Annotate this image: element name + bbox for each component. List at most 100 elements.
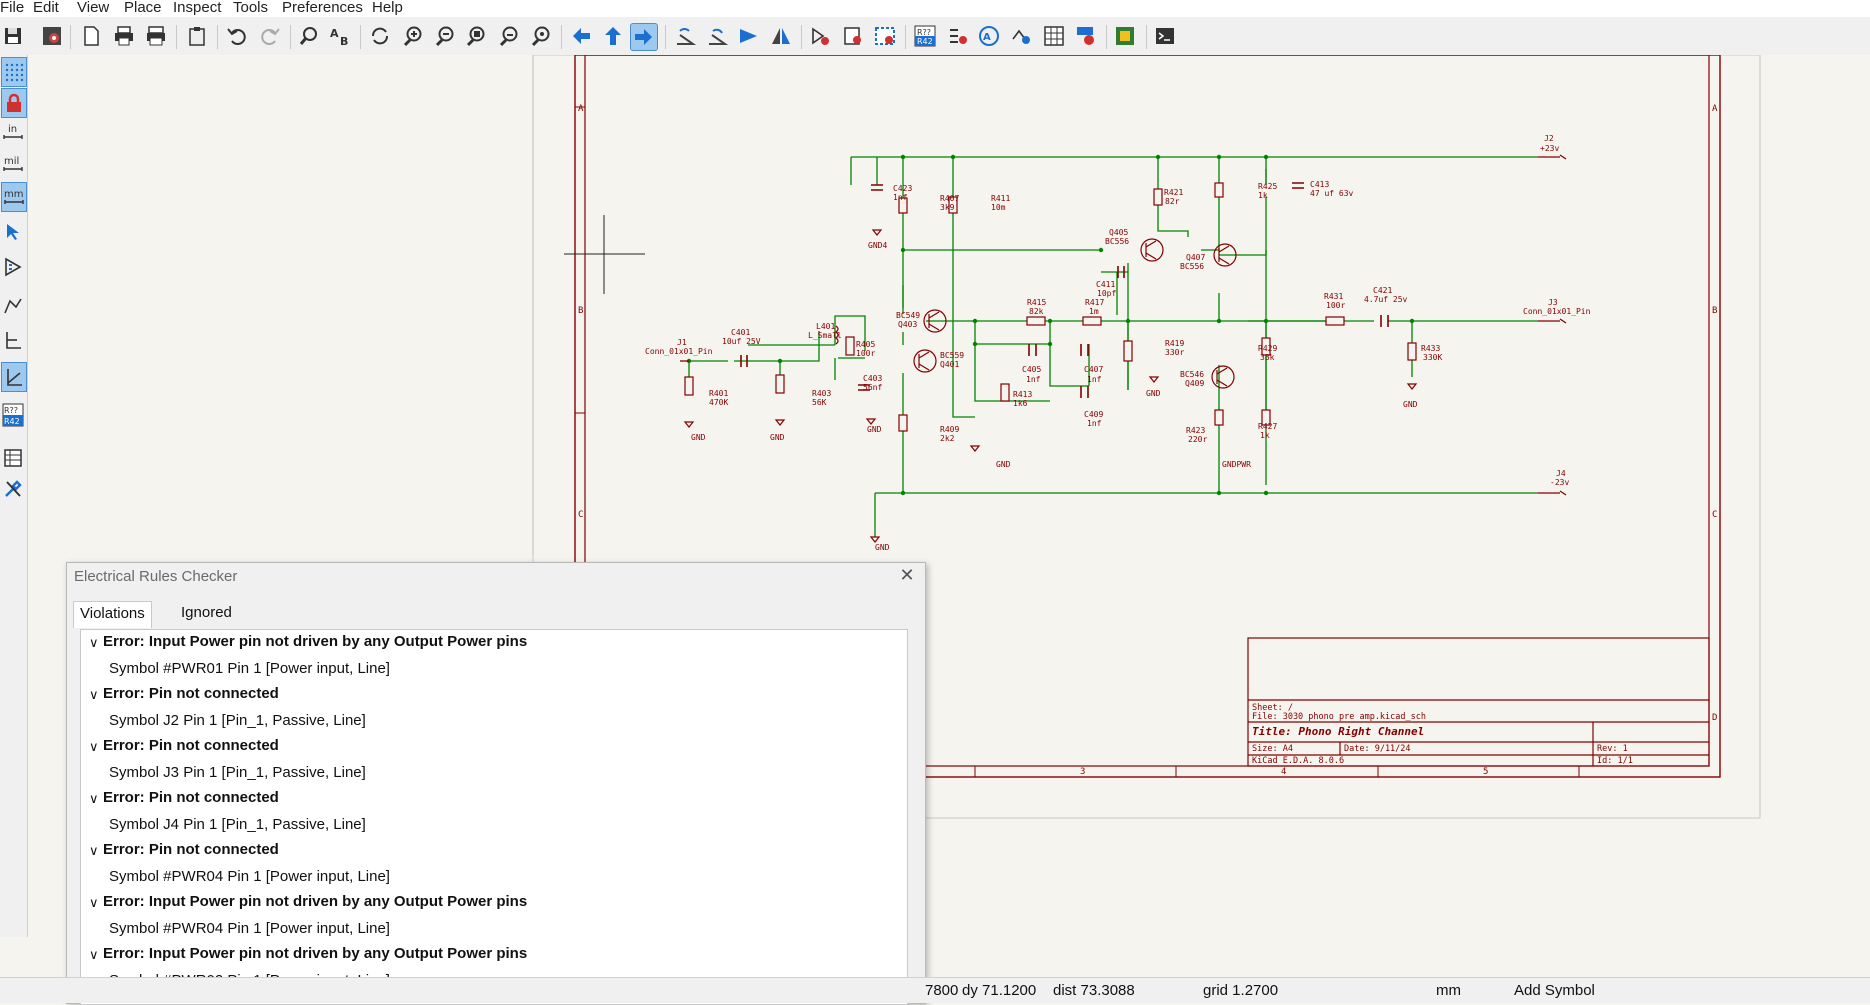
erc-icon[interactable] xyxy=(945,23,971,49)
cursor-icon[interactable] xyxy=(1,218,25,246)
menu-preferences[interactable]: Preferences xyxy=(282,0,363,16)
menu-file[interactable]: File xyxy=(0,0,25,16)
menu-edit[interactable]: Edit xyxy=(33,0,59,16)
violation-row[interactable]: ∨Error: Input Power pin not driven by an… xyxy=(89,945,528,962)
navigate-forward-icon[interactable] xyxy=(630,23,658,51)
line-mode-45-icon[interactable] xyxy=(1,362,27,392)
settings-icon[interactable] xyxy=(1,475,25,503)
svg-text:L_Small: L_Small xyxy=(808,331,842,340)
chevron-down-icon[interactable]: ∨ xyxy=(89,687,99,702)
plot-icon[interactable] xyxy=(143,23,169,49)
violation-row[interactable]: ∨Error: Pin not connected xyxy=(89,841,279,858)
violations-list[interactable]: ∨Error: Input Power pin not driven by an… xyxy=(80,629,908,1005)
chevron-down-icon[interactable]: ∨ xyxy=(89,895,99,910)
violation-item[interactable]: Symbol J4 Pin 1 [Pin_1, Passive, Line] xyxy=(109,816,366,833)
pcb-export-icon[interactable] xyxy=(1073,23,1099,49)
print-icon[interactable] xyxy=(111,23,137,49)
component-labels: J1 Conn_01x01_Pin C401 10uf 25V L401 L_S… xyxy=(645,134,1591,552)
close-icon[interactable]: ✕ xyxy=(899,565,915,585)
svg-text:R425: R425 xyxy=(1258,182,1277,191)
svg-text:GND: GND xyxy=(1146,389,1161,398)
violation-row[interactable]: ∨Error: Input Power pin not driven by an… xyxy=(89,893,528,910)
tab-violations[interactable]: Violations (7) xyxy=(73,601,152,646)
pcb-editor-icon[interactable] xyxy=(1112,23,1138,49)
svg-text:J1: J1 xyxy=(677,338,687,347)
violation-item[interactable]: Symbol #PWR01 Pin 1 [Power input, Line] xyxy=(109,660,390,677)
svg-text:Q405: Q405 xyxy=(1109,228,1128,237)
grid-icon[interactable] xyxy=(1,57,27,87)
annotate-refs-icon[interactable]: R??R42 xyxy=(1,401,25,429)
violation-item[interactable]: Symbol #PWR04 Pin 1 [Power input, Line] xyxy=(109,920,390,937)
violation-item[interactable]: Symbol #PWR04 Pin 1 [Power input, Line] xyxy=(109,868,390,885)
svg-text:GND: GND xyxy=(770,433,785,442)
footprint-assign-icon[interactable] xyxy=(872,23,898,49)
undo-icon[interactable] xyxy=(224,23,250,49)
zoom-in-icon[interactable] xyxy=(400,23,426,49)
svg-text:R415: R415 xyxy=(1027,298,1046,307)
zoom-out-icon[interactable] xyxy=(432,23,458,49)
zoom-selection-icon[interactable] xyxy=(528,23,554,49)
chevron-down-icon[interactable]: ∨ xyxy=(89,739,99,754)
schematic-canvas[interactable]: A B C A B C D 3 4 5 xyxy=(28,55,1870,937)
schematic-setup-icon[interactable] xyxy=(39,23,65,49)
menu-inspect[interactable]: Inspect xyxy=(173,0,222,16)
mirror-v-icon[interactable] xyxy=(768,23,794,49)
field-editor-icon[interactable]: A xyxy=(976,23,1002,49)
title-size: Size: A4 xyxy=(1252,744,1293,754)
chevron-down-icon[interactable]: ∨ xyxy=(89,947,99,962)
svg-text:1m: 1m xyxy=(1089,307,1099,316)
menu-view[interactable]: View xyxy=(77,0,110,16)
line-mode-free-icon[interactable] xyxy=(1,291,25,319)
inch-units-icon[interactable]: in xyxy=(1,118,25,146)
zoom-fit-icon[interactable] xyxy=(463,23,489,49)
menu-tools[interactable]: Tools xyxy=(233,0,269,16)
mirror-h-icon[interactable] xyxy=(736,23,762,49)
svg-text:R401: R401 xyxy=(709,389,728,398)
properties-icon[interactable] xyxy=(1,444,25,472)
navigate-back-icon[interactable] xyxy=(568,23,594,49)
svg-text:R427: R427 xyxy=(1258,422,1277,431)
refresh-icon[interactable] xyxy=(367,23,393,49)
save-icon[interactable] xyxy=(0,23,26,49)
line-mode-90-icon[interactable] xyxy=(1,326,25,354)
mil-units-icon[interactable]: mil xyxy=(1,150,25,178)
tab-ignored-tests[interactable]: Ignored Tests (1) xyxy=(181,604,232,669)
svg-text:GND: GND xyxy=(867,425,882,434)
navigate-up-icon[interactable] xyxy=(600,23,626,49)
hierarchy-icon[interactable] xyxy=(1,253,25,281)
svg-text:C411: C411 xyxy=(1096,280,1115,289)
violation-item[interactable]: Symbol J3 Pin 1 [Pin_1, Passive, Line] xyxy=(109,764,366,781)
find-icon[interactable] xyxy=(296,23,322,49)
rotate-ccw-icon[interactable] xyxy=(672,23,698,49)
chevron-down-icon[interactable]: ∨ xyxy=(89,791,99,806)
zoom-object-icon[interactable] xyxy=(496,23,522,49)
mm-units-icon[interactable]: mm xyxy=(1,182,27,212)
violation-row[interactable]: ∨Error: Input Power pin not driven by an… xyxy=(89,633,528,650)
violation-row[interactable]: ∨Error: Pin not connected xyxy=(89,789,279,806)
bom-icon[interactable] xyxy=(1041,23,1067,49)
menu-place[interactable]: Place xyxy=(124,0,162,16)
lock-icon[interactable] xyxy=(1,88,27,118)
symbol-editor-icon[interactable] xyxy=(808,23,834,49)
violation-row[interactable]: ∨Error: Pin not connected xyxy=(89,737,279,754)
chevron-down-icon[interactable]: ∨ xyxy=(89,635,99,650)
svg-text:1nf: 1nf xyxy=(893,193,908,202)
rotate-cw-icon[interactable] xyxy=(704,23,730,49)
violation-row[interactable]: ∨Error: Pin not connected xyxy=(89,685,279,702)
netlist-icon[interactable] xyxy=(1009,23,1035,49)
menu-help[interactable]: Help xyxy=(372,0,403,16)
new-sheet-icon[interactable] xyxy=(78,23,104,49)
paste-icon[interactable] xyxy=(184,23,210,49)
violation-item[interactable]: Symbol J2 Pin 1 [Pin_1, Passive, Line] xyxy=(109,712,366,729)
annotate-icon[interactable]: R??R42 xyxy=(912,23,938,49)
chevron-down-icon[interactable]: ∨ xyxy=(89,843,99,858)
svg-text:1k: 1k xyxy=(1258,191,1268,200)
redo-icon[interactable] xyxy=(257,23,283,49)
scripting-console-icon[interactable] xyxy=(1152,23,1178,49)
symbol-browser-icon[interactable] xyxy=(840,23,866,49)
svg-text:10pf: 10pf xyxy=(1097,289,1116,298)
svg-text:BC556: BC556 xyxy=(1180,262,1204,271)
svg-text:in: in xyxy=(8,124,17,135)
row-label-a: A xyxy=(578,104,584,114)
